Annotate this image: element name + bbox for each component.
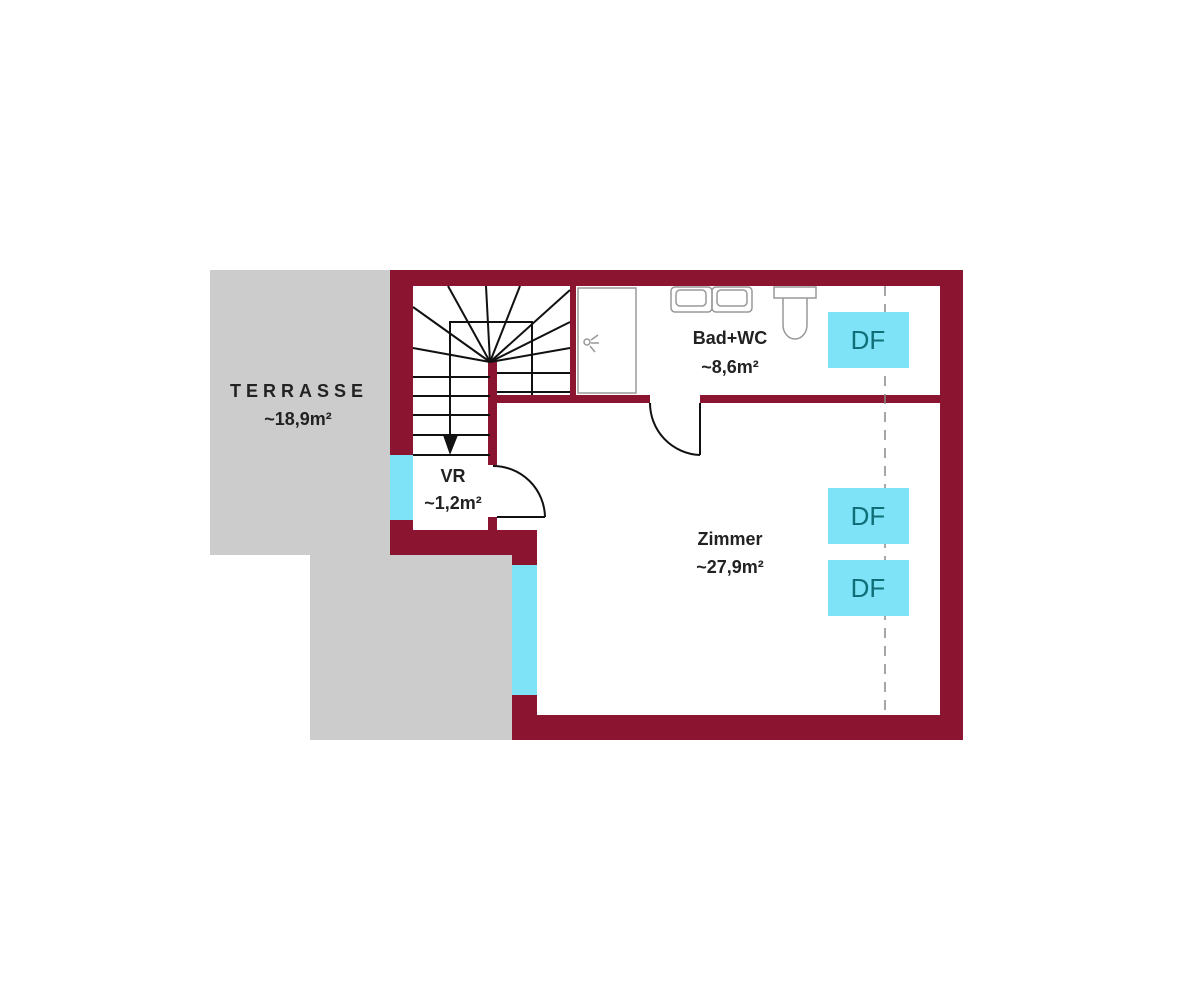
window-vr bbox=[390, 455, 413, 520]
room-name-vr: VR bbox=[440, 466, 465, 486]
svg-text:DF: DF bbox=[851, 573, 886, 603]
window-zimmer bbox=[512, 565, 537, 695]
terrace-area bbox=[210, 270, 512, 740]
room-area-terrasse: ~18,9m² bbox=[264, 409, 332, 429]
toilet bbox=[773, 286, 817, 340]
room-name-terrasse: TERRASSE bbox=[230, 381, 368, 401]
room-area-zimmer: ~27,9m² bbox=[696, 557, 764, 577]
stair-direction-arrow-icon bbox=[443, 435, 458, 455]
door-bath bbox=[649, 402, 701, 456]
shower bbox=[577, 287, 637, 394]
room-name-bad: Bad+WC bbox=[693, 328, 768, 348]
skylight: DF bbox=[828, 560, 909, 616]
door-vr bbox=[492, 465, 546, 518]
sinks bbox=[670, 286, 753, 313]
svg-text:DF: DF bbox=[851, 501, 886, 531]
skylight: DF bbox=[828, 488, 909, 544]
staircase bbox=[412, 285, 571, 456]
skylight: DF bbox=[828, 312, 909, 368]
room-name-zimmer: Zimmer bbox=[697, 529, 762, 549]
room-area-bad: ~8,6m² bbox=[701, 357, 759, 377]
room-area-vr: ~1,2m² bbox=[424, 493, 482, 513]
svg-text:DF: DF bbox=[851, 325, 886, 355]
